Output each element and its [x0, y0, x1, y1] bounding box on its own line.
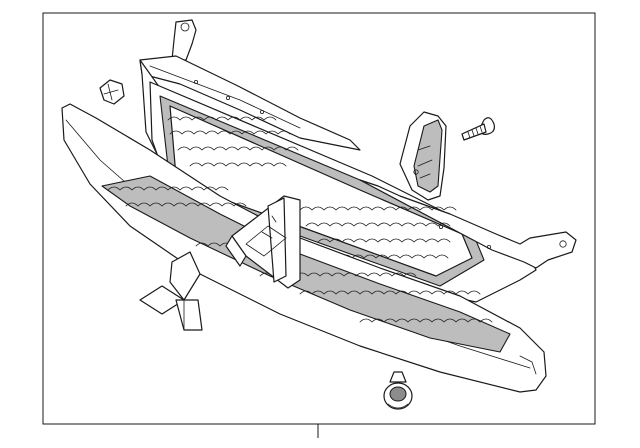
push-clip — [383, 371, 413, 410]
retaining-clip — [99, 79, 125, 105]
center-emblem-mount — [225, 195, 301, 289]
upper-mounting-bracket — [139, 19, 361, 151]
grille-assembly — [139, 59, 577, 303]
upper-grille-mesh — [167, 116, 457, 259]
emblem — [139, 251, 203, 331]
side-mounting-bracket — [399, 111, 447, 201]
diagram-frame — [42, 12, 596, 438]
mounting-screw — [461, 117, 495, 141]
lower-bumper-trim — [61, 103, 547, 393]
